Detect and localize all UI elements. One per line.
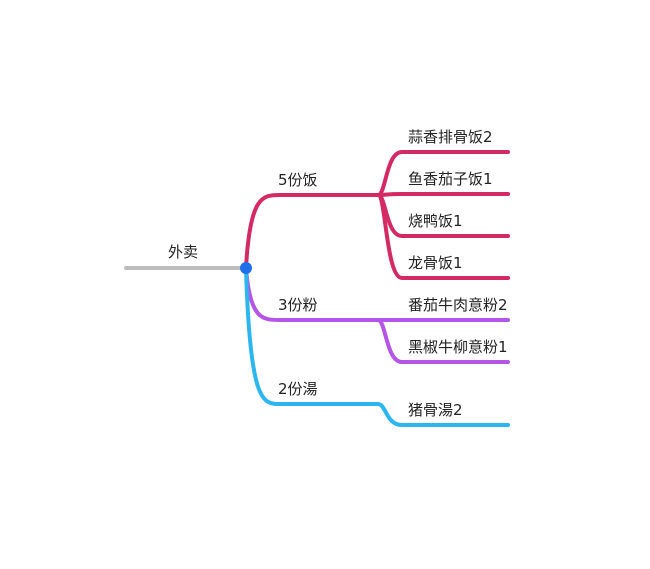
leaf-label[interactable]: 猪骨湯2 bbox=[408, 401, 463, 419]
mindmap-links bbox=[124, 150, 510, 427]
leaf-label[interactable]: 烧鸭饭1 bbox=[408, 212, 463, 230]
leaf-label[interactable]: 鱼香茄子饭1 bbox=[408, 170, 493, 188]
leaf-label[interactable]: 番茄牛肉意粉2 bbox=[408, 296, 508, 314]
leaf-label[interactable]: 龙骨饭1 bbox=[408, 254, 463, 272]
branch-label[interactable]: 2份湯 bbox=[278, 380, 318, 398]
branch-label[interactable]: 5份饭 bbox=[278, 171, 318, 189]
branch-label[interactable]: 3份粉 bbox=[278, 296, 318, 314]
root-connector-dot bbox=[240, 262, 252, 274]
root-topic-label[interactable]: 外卖 bbox=[168, 243, 199, 261]
leaf-connector bbox=[376, 193, 510, 280]
branch-connector bbox=[244, 266, 380, 406]
leaf-label[interactable]: 黑椒牛柳意粉1 bbox=[408, 338, 508, 356]
leaf-connector bbox=[376, 402, 510, 427]
leaf-connector bbox=[376, 192, 510, 197]
branch-connector bbox=[244, 193, 380, 270]
leaf-label[interactable]: 蒜香排骨饭2 bbox=[408, 128, 493, 146]
leaf-connector bbox=[376, 318, 510, 364]
